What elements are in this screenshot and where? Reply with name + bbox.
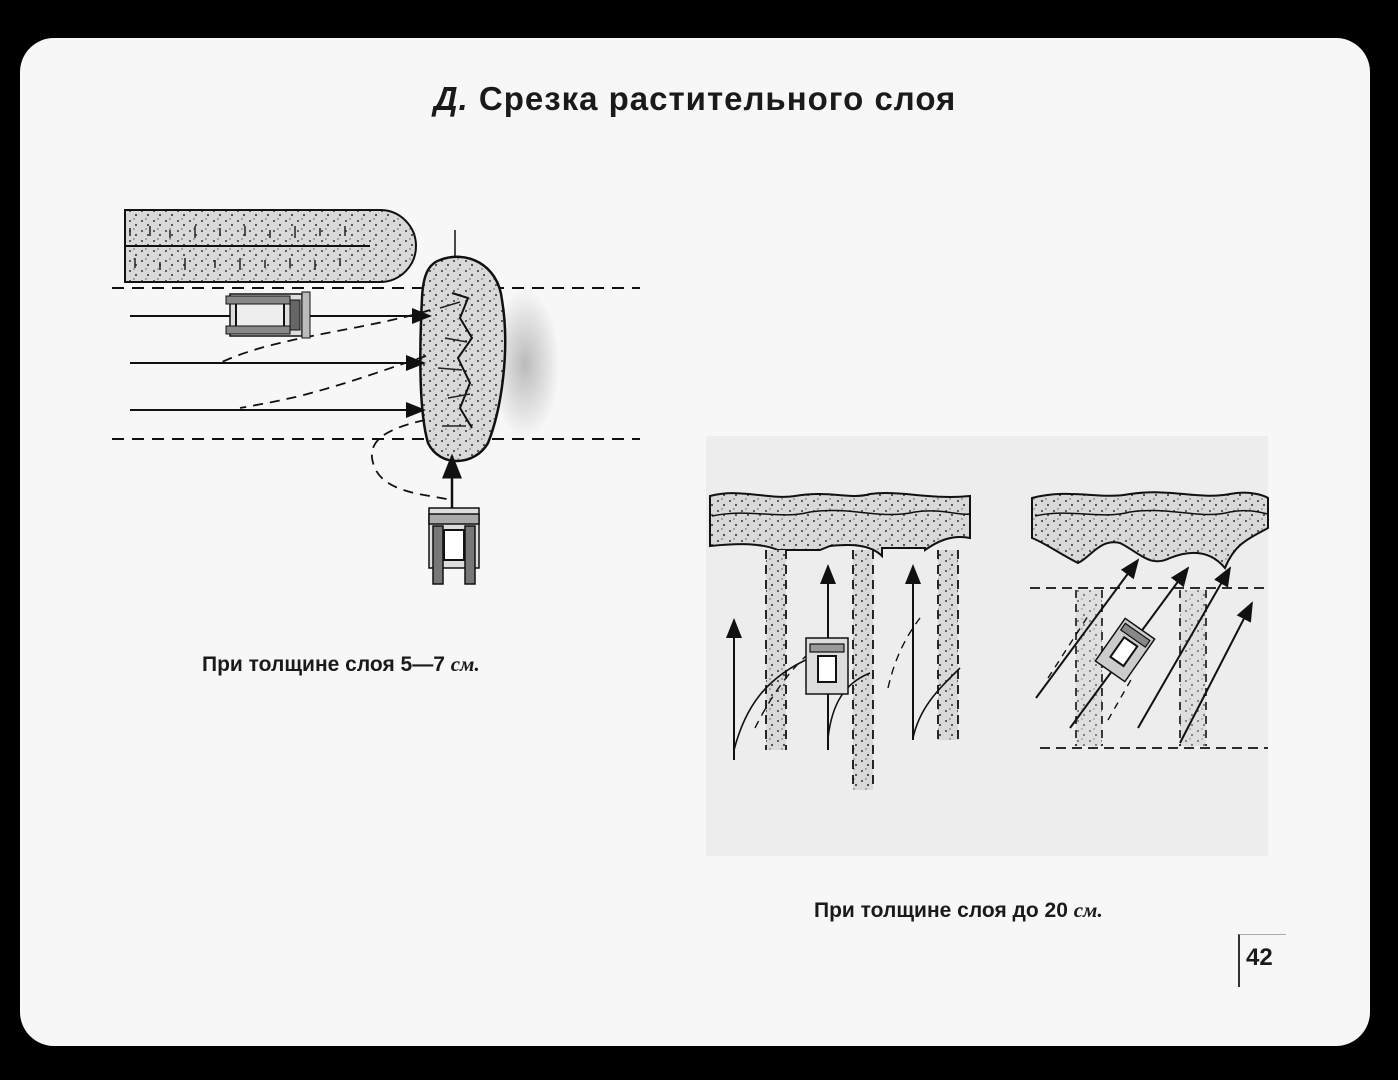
slide-title: Д. Срезка растительного слоя (20, 80, 1370, 118)
bulldozer-vertical (428, 453, 480, 585)
caption-thick-layer-text: При толщине слоя до 20 (814, 899, 1068, 922)
right-diagram-1 (709, 492, 971, 790)
caption-thick-layer: При толщине слоя до 20 см. (810, 896, 1107, 925)
soil-pile (419, 255, 507, 463)
bulldozer-horizontal (225, 291, 311, 339)
caption-thin-layer-unit: см. (450, 652, 480, 676)
caption-thin-layer: При толщине слоя 5—7 см. (202, 652, 480, 677)
caption-thick-layer-unit: см. (1073, 898, 1103, 922)
caption-thin-layer-text: При толщине слоя 5—7 (202, 653, 445, 676)
page-number-frame (1238, 934, 1286, 987)
right-diagram-2 (1030, 491, 1269, 749)
title-text: Срезка растительного слоя (478, 80, 957, 117)
title-letter: Д. (433, 80, 469, 117)
slide-frame: Д. Срезка растительного слоя (20, 38, 1370, 1046)
left-diagram (112, 209, 640, 585)
page-number: 42 (1246, 944, 1273, 971)
diagram-drawing (112, 209, 1269, 856)
